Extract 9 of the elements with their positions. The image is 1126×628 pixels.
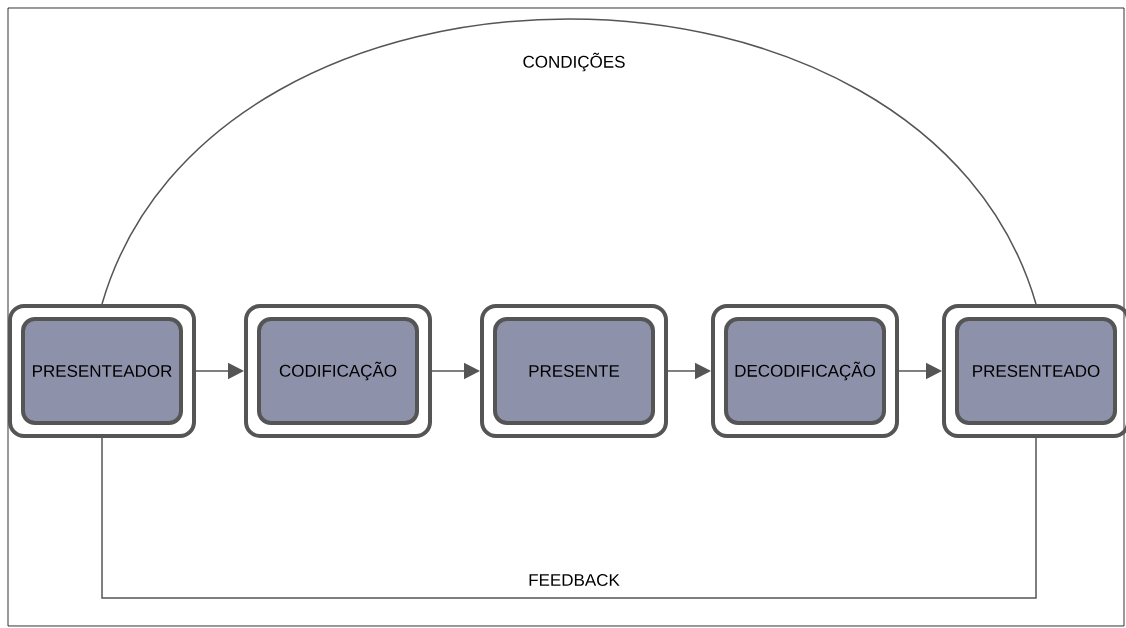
edge-label: FEEDBACK	[526, 571, 622, 588]
arc-line	[101, 18, 1037, 305]
feedback-line	[101, 437, 1037, 599]
edge-label: CONDIÇÕES	[520, 50, 628, 74]
process-box: CODIFICAÇÃO	[244, 304, 432, 438]
process-box: PRESENTE	[480, 304, 668, 438]
process-box: PRESENTEADOR	[8, 304, 196, 438]
process-box: DECODIFICAÇÃO	[711, 304, 899, 438]
process-box: PRESENTEADO	[942, 304, 1126, 438]
